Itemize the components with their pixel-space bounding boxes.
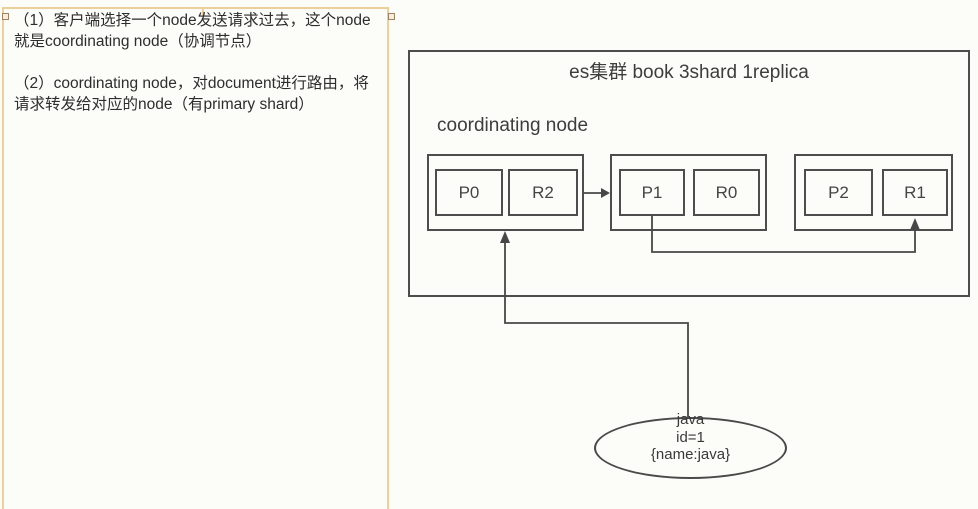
arrowhead-node1-to-node2 xyxy=(601,188,610,198)
note-paragraph-2: （2）coordinating node，对document进行路由，将请求转发… xyxy=(14,75,369,113)
shard-label: R0 xyxy=(715,182,738,202)
shard-box-r2[interactable]: R2 xyxy=(508,169,578,216)
cluster-box[interactable] xyxy=(408,50,970,297)
connector-document-to-node1[interactable] xyxy=(504,237,689,417)
document-text: java id=1 {name:java} xyxy=(594,411,787,464)
shard-box-p1[interactable]: P1 xyxy=(619,169,685,216)
note-paragraph-1: （1）客户端选择一个node发送请求过去，这个node就是coordinatin… xyxy=(14,12,371,50)
shard-box-p0[interactable]: P0 xyxy=(435,169,503,216)
connector-p1-to-r1[interactable] xyxy=(651,216,916,253)
shard-box-r0[interactable]: R0 xyxy=(693,169,760,216)
node-box-2[interactable] xyxy=(610,154,767,231)
arrowhead-p1-to-r1 xyxy=(910,218,920,230)
shard-label: R2 xyxy=(532,182,554,202)
cluster-title: es集群 book 3shard 1replica xyxy=(569,62,809,83)
document-line-3: {name:java} xyxy=(650,446,731,463)
node-box-3[interactable] xyxy=(794,154,953,231)
arrowhead-document-to-node1 xyxy=(500,231,510,243)
shard-label: R1 xyxy=(904,182,926,202)
shard-label: P0 xyxy=(458,182,480,202)
shard-label: P1 xyxy=(641,182,663,202)
selection-handle-top-left[interactable] xyxy=(2,13,9,20)
document-ellipse[interactable] xyxy=(594,417,787,479)
note-text-box[interactable]: （1）客户端选择一个node发送请求过去，这个node就是coordinatin… xyxy=(2,7,395,509)
rotate-handle-stem[interactable] xyxy=(202,9,204,16)
shard-box-p2[interactable]: P2 xyxy=(804,169,873,216)
coordinating-node-label: coordinating node xyxy=(437,115,589,136)
shard-label: P2 xyxy=(828,182,849,202)
shard-box-r1[interactable]: R1 xyxy=(882,169,948,216)
node-box-1[interactable] xyxy=(427,154,584,231)
selection-handle-top-right[interactable] xyxy=(388,13,395,20)
document-line-2: id=1 xyxy=(676,428,705,446)
document-line-1: java xyxy=(676,411,705,428)
note-text: （1）客户端选择一个node发送请求过去，这个node就是coordinatin… xyxy=(14,10,384,136)
